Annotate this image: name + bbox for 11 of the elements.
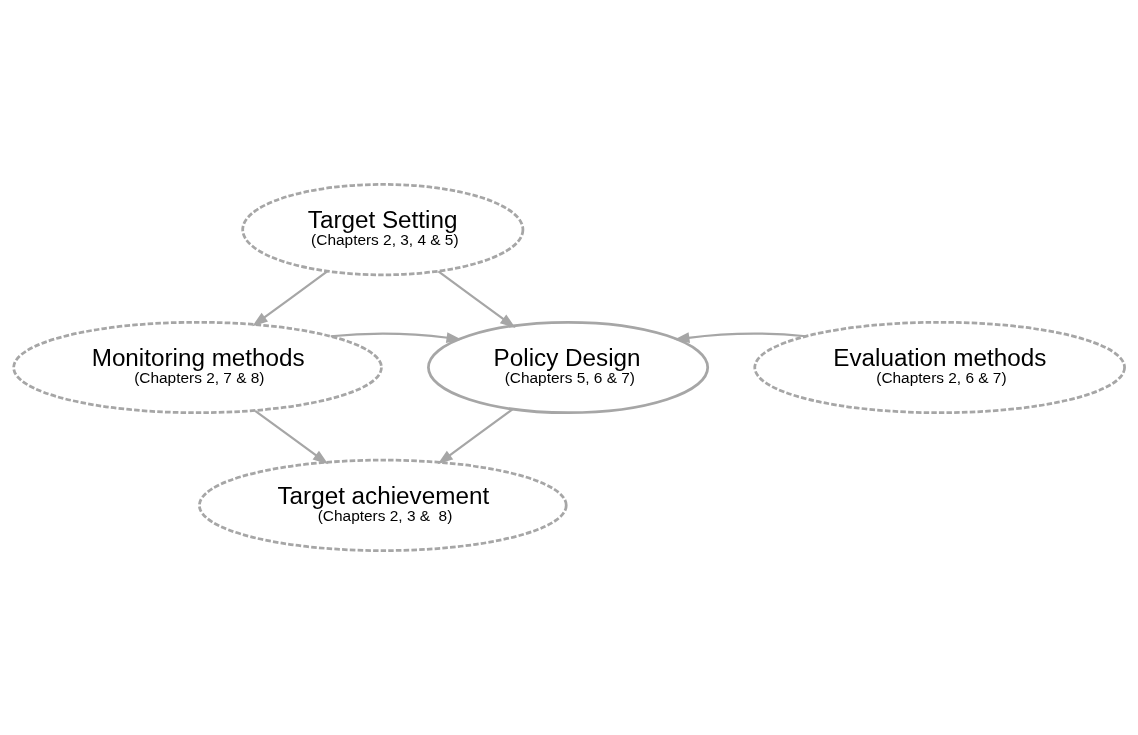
node-ellipse: Target Setting (Chapters 2, 3, 4 & 5) [241, 183, 525, 277]
node-ellipse: Policy Design (Chapters 5, 6 & 7) [427, 320, 710, 415]
arrow [674, 332, 807, 344]
arrow [254, 409, 329, 465]
node-ellipse: Target achievement (Chapters 2, 3 & 8) [198, 458, 568, 552]
arrow [252, 270, 328, 327]
arrow [437, 270, 516, 328]
arrow [437, 408, 514, 465]
arrow [330, 332, 462, 343]
node-ellipse: Evaluation methods (Chapters 2, 6 & 7) [753, 320, 1126, 415]
node-ellipse: Monitoring methods (Chapters 2, 7 & 8) [12, 320, 383, 415]
